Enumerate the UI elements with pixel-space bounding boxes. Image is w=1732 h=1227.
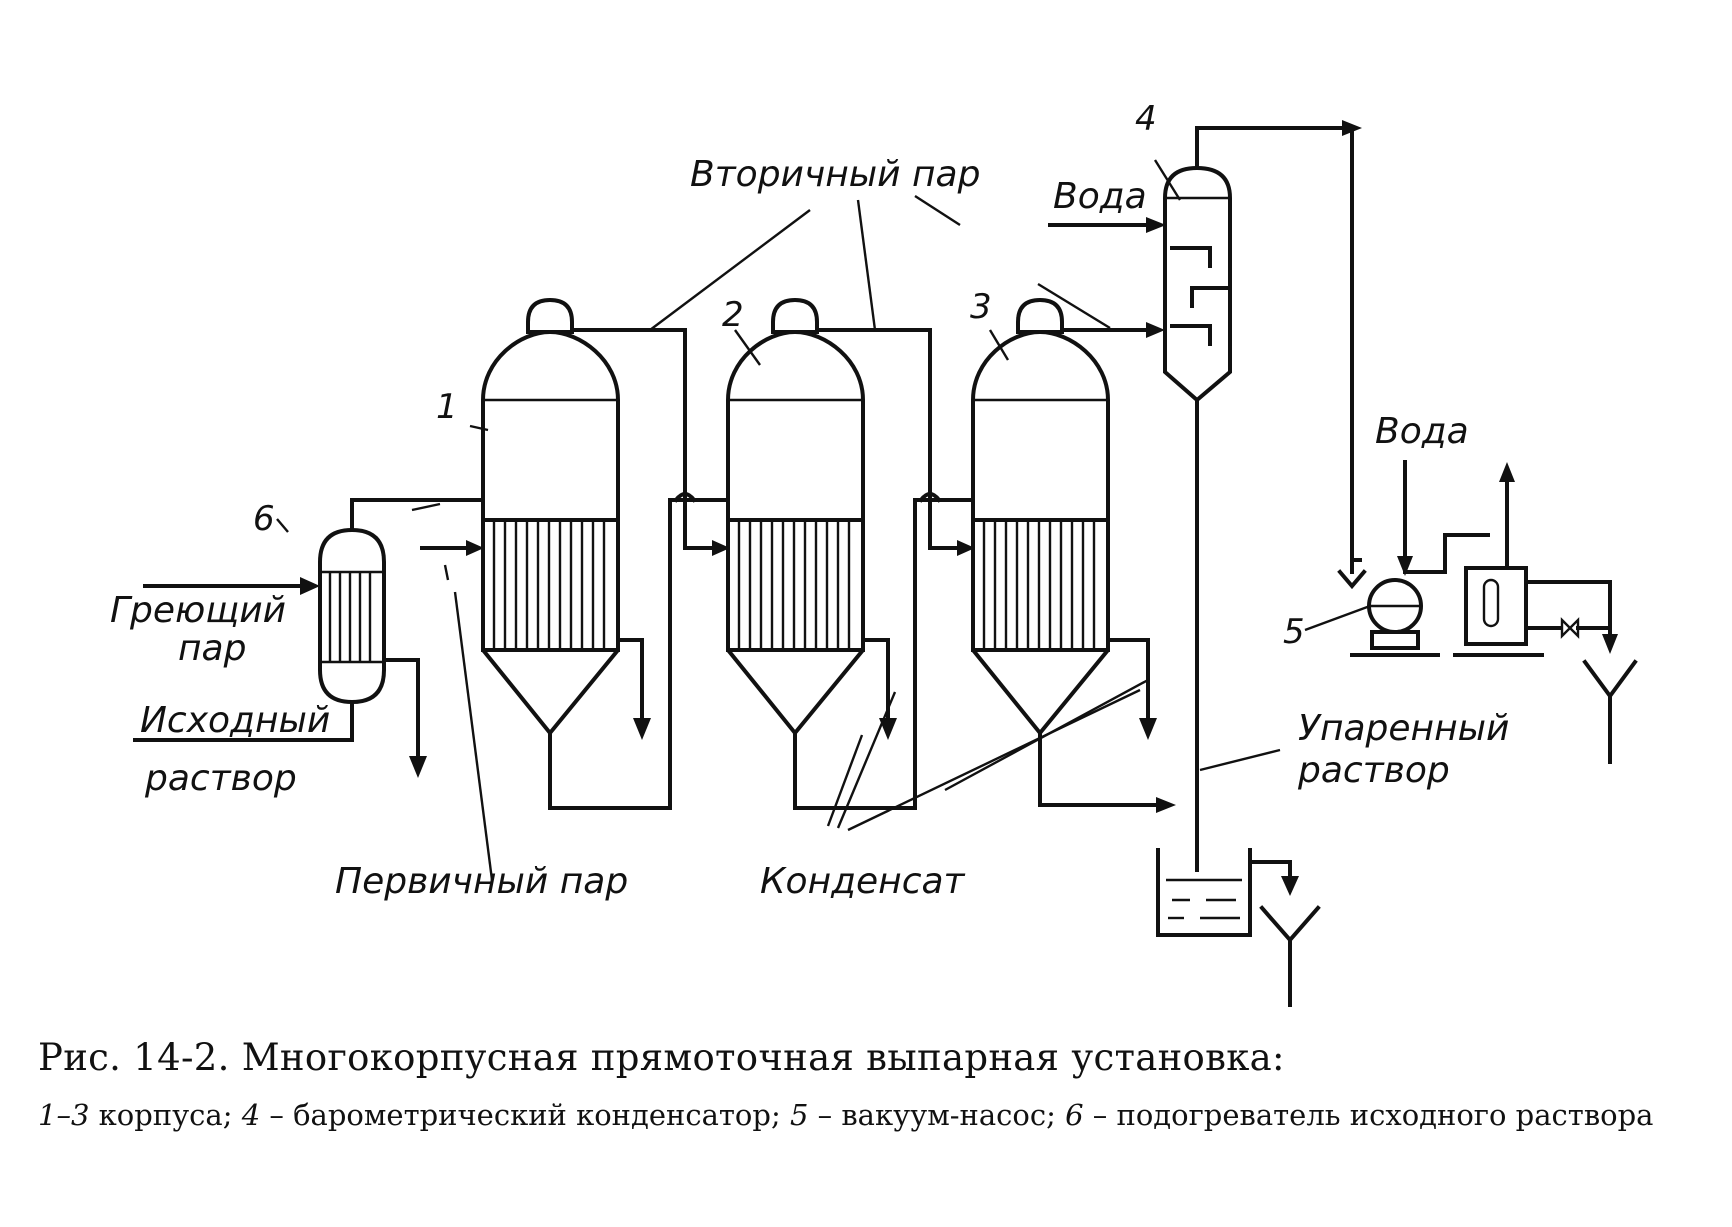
preheater-condensate-line bbox=[382, 658, 427, 778]
legend-num-2: 4 bbox=[241, 1098, 261, 1132]
legend-text-1: корпуса; bbox=[89, 1098, 242, 1132]
condensate-outlet-3 bbox=[1106, 638, 1157, 740]
legend-text-4: – подогреватель исходного раствора bbox=[1083, 1098, 1654, 1132]
initial-solution-line bbox=[133, 700, 354, 742]
solution-2-to-3 bbox=[793, 492, 975, 810]
heating-tubes-2 bbox=[737, 520, 851, 650]
secondary-steam-2-to-3 bbox=[815, 328, 975, 556]
label-initial-solution-1: Исходный bbox=[140, 700, 330, 741]
label-evaporated-solution-1: Упаренный bbox=[1298, 708, 1509, 749]
figure-caption-legend: 1–3 корпуса; 4 – барометрический конденс… bbox=[38, 1096, 1704, 1134]
diagram-labels: Вторичный пар Вода Вода Греющий пар Исхо… bbox=[110, 99, 1509, 902]
label-initial-solution-2: раствор bbox=[144, 758, 297, 799]
label-leaders bbox=[276, 159, 1371, 881]
label-secondary-steam: Вторичный пар bbox=[690, 154, 980, 195]
separator bbox=[1453, 462, 1638, 764]
solution-to-body1-line bbox=[350, 498, 485, 532]
figure-caption-title: Рис. 14-2. Многокорпусная прямоточная вы… bbox=[38, 1036, 1285, 1079]
legend-num-1: 1–3 bbox=[38, 1098, 90, 1132]
legend-text-3: – вакуум-насос; bbox=[808, 1098, 1066, 1132]
label-water-condenser: Вода bbox=[1053, 176, 1147, 217]
label-number-6: 6 bbox=[253, 499, 275, 539]
legend-num-4: 6 bbox=[1065, 1098, 1084, 1132]
label-heating-steam-1: Греющий bbox=[110, 590, 286, 631]
condensate-outlet-1 bbox=[616, 638, 651, 740]
solution-1-to-2 bbox=[548, 492, 730, 810]
preheater-tubes bbox=[328, 572, 372, 662]
evaporator-body-2 bbox=[726, 297, 865, 737]
evaporated-solution-outlet bbox=[1038, 731, 1176, 813]
condensate-outlet-2 bbox=[861, 638, 897, 740]
primary-steam-line bbox=[420, 540, 484, 581]
water-inlet-condenser bbox=[1048, 217, 1166, 233]
label-number-4: 4 bbox=[1135, 99, 1157, 139]
evaporator-body-1 bbox=[481, 297, 620, 737]
legend-text-2: – барометрический конденсатор; bbox=[260, 1098, 790, 1132]
label-number-1: 1 bbox=[436, 387, 458, 427]
barometric-well bbox=[1156, 848, 1321, 1007]
legend-num-3: 5 bbox=[789, 1098, 809, 1132]
label-number-3: 3 bbox=[970, 287, 992, 327]
label-primary-steam: Первичный пар bbox=[335, 861, 628, 902]
preheater-6 bbox=[318, 527, 386, 705]
label-number-5: 5 bbox=[1283, 612, 1305, 652]
vacuum-pump-5 bbox=[1337, 533, 1490, 657]
evaporator-body-3 bbox=[971, 297, 1110, 737]
water-inlet-pump bbox=[1397, 460, 1413, 576]
label-water-pump: Вода bbox=[1375, 411, 1469, 452]
barometric-condenser-4 bbox=[1163, 120, 1362, 872]
label-heating-steam-2: пар bbox=[178, 628, 246, 669]
secondary-steam-3-to-condenser bbox=[1060, 322, 1165, 338]
secondary-steam-1-to-2 bbox=[570, 328, 730, 556]
label-evaporated-solution-2: раствор bbox=[1297, 750, 1450, 791]
label-condensate: Конденсат bbox=[760, 861, 966, 902]
heating-tubes-1 bbox=[492, 520, 606, 650]
label-number-2: 2 bbox=[722, 295, 744, 335]
heating-tubes-3 bbox=[982, 520, 1096, 650]
heating-steam-line bbox=[143, 577, 320, 595]
